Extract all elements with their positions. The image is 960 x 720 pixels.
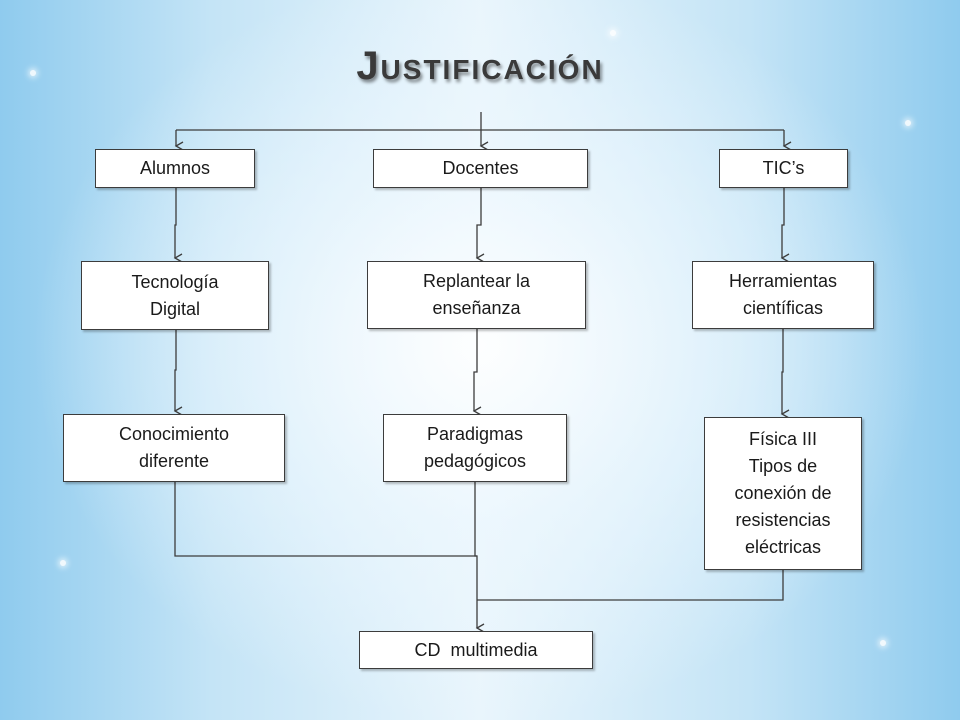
sparkle-decoration bbox=[880, 640, 886, 646]
sparkle-decoration bbox=[60, 560, 66, 566]
connector-tecnologia-conocimiento bbox=[173, 330, 183, 416]
connector-conocimiento-cd bbox=[174, 482, 477, 557]
node-fisica-iii: Física III Tipos de conexión de resisten… bbox=[704, 417, 862, 570]
connector-herramientas-fisica bbox=[780, 329, 790, 419]
node-docentes: Docentes bbox=[373, 149, 588, 188]
connector-replantear-paradigmas bbox=[472, 329, 482, 416]
connector-alumnos-tecnologia bbox=[173, 188, 183, 263]
page-title: Justificación bbox=[356, 44, 604, 88]
node-alumnos: Alumnos bbox=[95, 149, 255, 188]
sparkle-decoration bbox=[905, 120, 911, 126]
sparkle-decoration bbox=[30, 70, 36, 76]
node-herramientas-cientificas: Herramientas científicas bbox=[692, 261, 874, 329]
node-tecnologia-digital: Tecnología Digital bbox=[81, 261, 269, 330]
node-paradigmas-pedagogicos: Paradigmas pedagógicos bbox=[383, 414, 567, 482]
connector-fisica-cd bbox=[477, 570, 784, 601]
sparkle-decoration bbox=[610, 30, 616, 36]
node-cd-multimedia: CD multimedia bbox=[359, 631, 593, 669]
node-conocimiento-diferente: Conocimiento diferente bbox=[63, 414, 285, 482]
connector-tics-herramientas bbox=[780, 188, 790, 263]
connector-paradigmas-cd bbox=[474, 482, 485, 633]
node-tics: TIC’s bbox=[719, 149, 848, 188]
connector-docentes-replantear bbox=[475, 188, 485, 263]
node-replantear-ensenanza: Replantear la enseñanza bbox=[367, 261, 586, 329]
